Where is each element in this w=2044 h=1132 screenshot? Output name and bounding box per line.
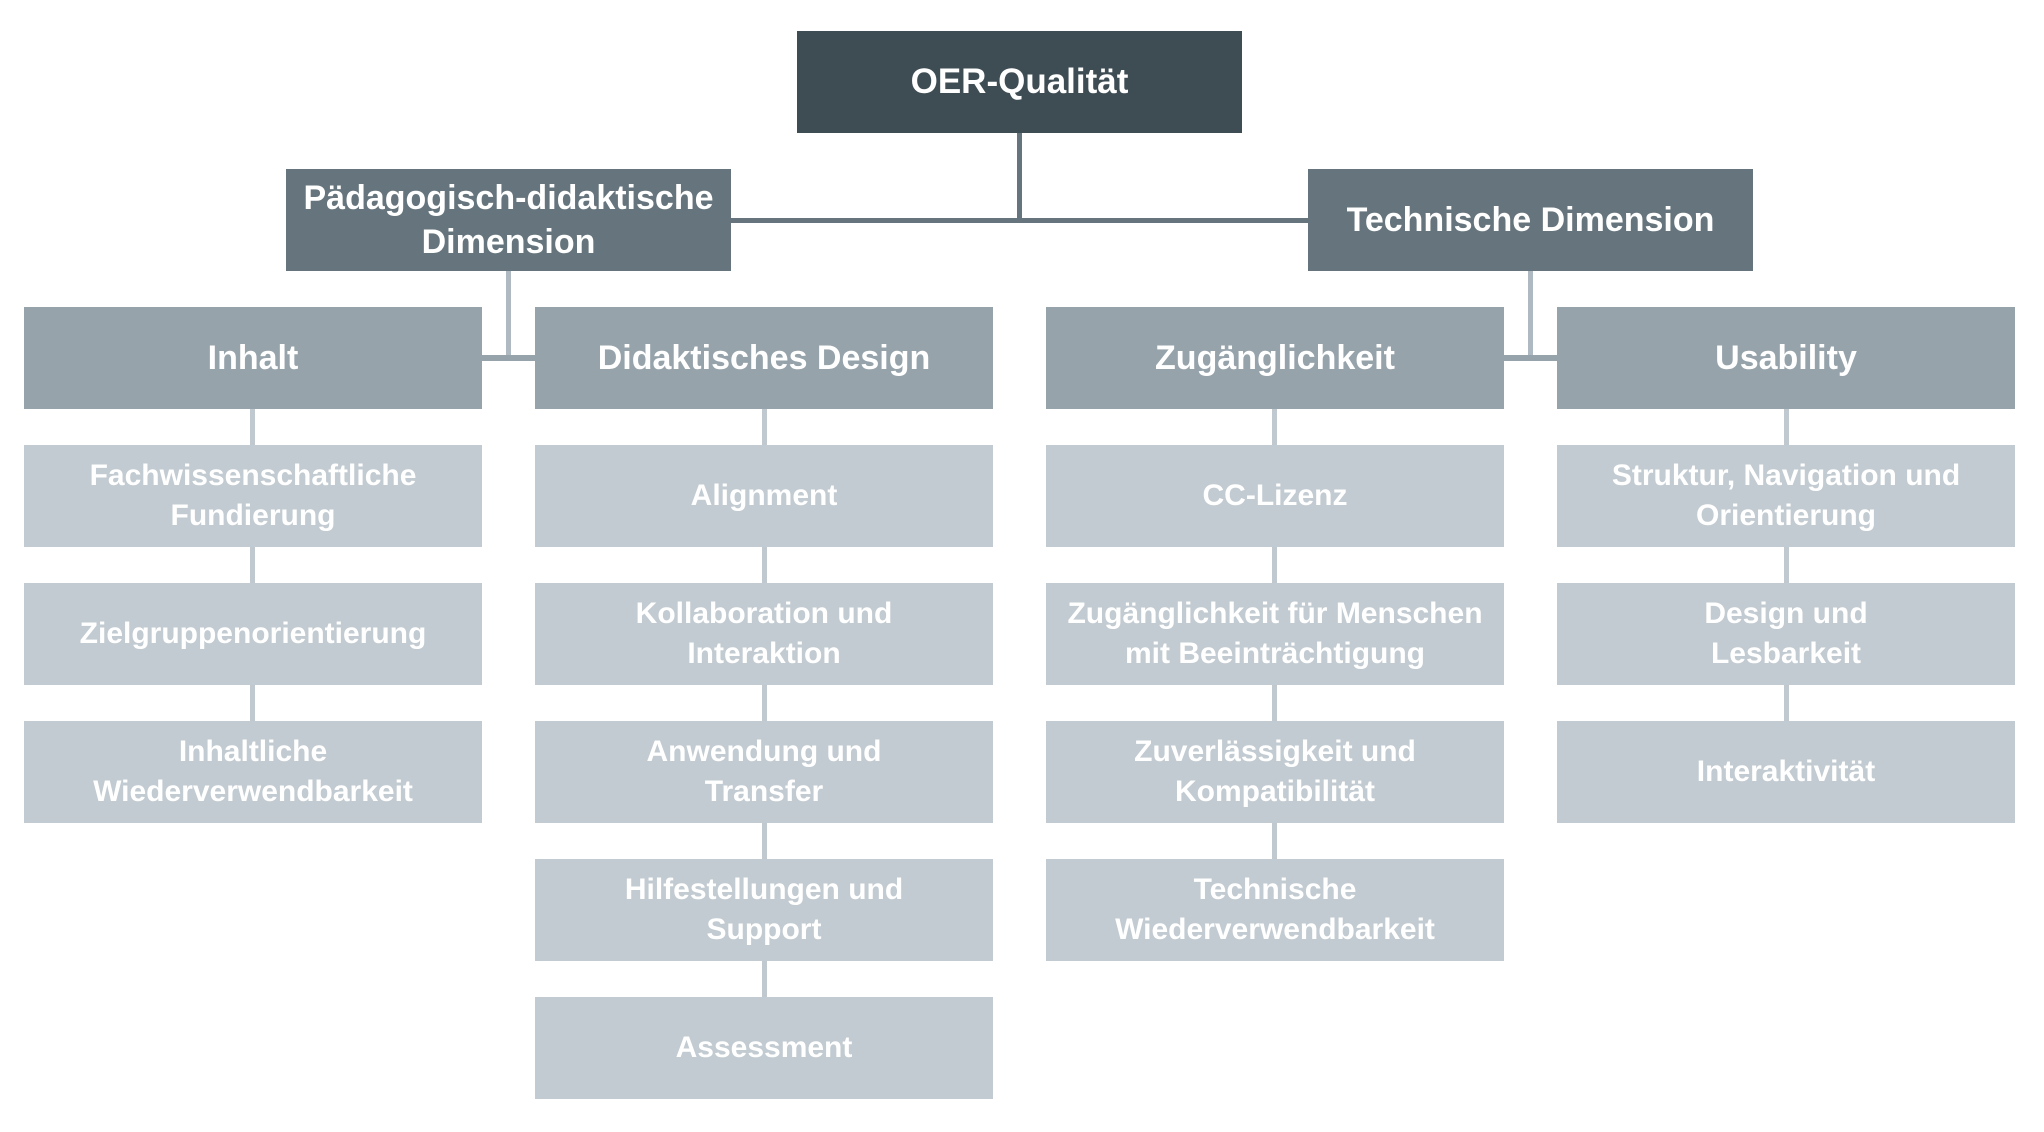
connector-didaktik-4 — [762, 823, 767, 859]
node-zuverlaessigkeit-und-kompatibilitaet-label: Zuverlässigkeit und Kompatibilität — [1134, 734, 1416, 809]
node-design-und-lesbarkeit: Design und Lesbarkeit — [1557, 583, 2015, 685]
connector-zugaenglichkeit-4 — [1272, 823, 1277, 859]
connector-inhalt-3 — [250, 685, 255, 721]
node-cc-lizenz-label: CC-Lizenz — [1202, 478, 1348, 512]
node-zielgruppenorientierung: Zielgruppenorientierung — [24, 583, 482, 685]
node-usability: Usability — [1557, 307, 2015, 409]
node-usability-label: Usability — [1715, 338, 1857, 377]
connector-root-horizontal — [731, 218, 1308, 223]
node-assessment-label: Assessment — [675, 1030, 853, 1064]
connector-paedagogisch-horizontal — [482, 355, 535, 361]
node-technische-dimension: Technische Dimension — [1308, 169, 1753, 271]
node-kollaboration-und-interaktion: Kollaboration und Interaktion — [535, 583, 993, 685]
node-zugaenglichkeit-fuer-menschen-label: Zugänglichkeit für Menschen mit Beeinträ… — [1067, 596, 1483, 671]
node-anwendung-und-transfer: Anwendung und Transfer — [535, 721, 993, 823]
node-fachwissenschaftliche-fundierung: Fachwissenschaftliche Fundierung — [24, 445, 482, 547]
node-kollaboration-und-interaktion-label: Kollaboration und Interaktion — [635, 596, 893, 671]
node-fachwissenschaftliche-fundierung-label: Fachwissenschaftliche Fundierung — [89, 458, 417, 533]
node-paedagogisch-didaktische-dimension-label: Pädagogisch-didaktische Dimension — [303, 178, 714, 261]
node-oer-qualitaet: OER-Qualität — [797, 31, 1242, 133]
node-zugaenglichkeit-label: Zugänglichkeit — [1155, 338, 1395, 377]
connector-didaktik-1 — [762, 409, 767, 445]
connector-didaktik-3 — [762, 685, 767, 721]
node-technische-wiederverwendbarkeit-label: Technische Wiederverwendbarkeit — [1115, 872, 1435, 947]
connector-usability-1 — [1784, 409, 1789, 445]
node-interaktivitaet-label: Interaktivität — [1696, 754, 1876, 788]
node-inhaltliche-wiederverwendbarkeit-label: Inhaltliche Wiederverwendbarkeit — [93, 734, 413, 809]
connector-technisch-vertical — [1528, 271, 1533, 359]
connector-technisch-horizontal — [1504, 355, 1557, 361]
node-didaktisches-design: Didaktisches Design — [535, 307, 993, 409]
node-assessment: Assessment — [535, 997, 993, 1099]
node-struktur-navigation-orientierung: Struktur, Navigation und Orientierung — [1557, 445, 2015, 547]
node-paedagogisch-didaktische-dimension: Pädagogisch-didaktische Dimension — [286, 169, 731, 271]
node-hilfestellungen-und-support: Hilfestellungen und Support — [535, 859, 993, 961]
connector-root-vertical — [1017, 133, 1022, 222]
connector-usability-3 — [1784, 685, 1789, 721]
connector-zugaenglichkeit-3 — [1272, 685, 1277, 721]
connector-zugaenglichkeit-1 — [1272, 409, 1277, 445]
node-zugaenglichkeit: Zugänglichkeit — [1046, 307, 1504, 409]
node-alignment: Alignment — [535, 445, 993, 547]
node-didaktisches-design-label: Didaktisches Design — [597, 338, 931, 377]
node-struktur-navigation-orientierung-label: Struktur, Navigation und Orientierung — [1611, 458, 1961, 533]
connector-zugaenglichkeit-2 — [1272, 547, 1277, 583]
node-alignment-label: Alignment — [690, 478, 838, 512]
node-technische-wiederverwendbarkeit: Technische Wiederverwendbarkeit — [1046, 859, 1504, 961]
node-inhalt-label: Inhalt — [207, 338, 299, 377]
node-oer-qualitaet-label: OER-Qualität — [910, 62, 1129, 101]
node-zugaenglichkeit-fuer-menschen: Zugänglichkeit für Menschen mit Beeinträ… — [1046, 583, 1504, 685]
node-design-und-lesbarkeit-label: Design und Lesbarkeit — [1704, 596, 1868, 671]
node-inhaltliche-wiederverwendbarkeit: Inhaltliche Wiederverwendbarkeit — [24, 721, 482, 823]
node-cc-lizenz: CC-Lizenz — [1046, 445, 1504, 547]
node-technische-dimension-label: Technische Dimension — [1346, 200, 1715, 239]
node-hilfestellungen-und-support-label: Hilfestellungen und Support — [624, 872, 904, 947]
node-anwendung-und-transfer-label: Anwendung und Transfer — [646, 734, 882, 809]
node-zuverlaessigkeit-und-kompatibilitaet: Zuverlässigkeit und Kompatibilität — [1046, 721, 1504, 823]
connector-didaktik-2 — [762, 547, 767, 583]
connector-didaktik-5 — [762, 961, 767, 997]
node-inhalt: Inhalt — [24, 307, 482, 409]
node-interaktivitaet: Interaktivität — [1557, 721, 2015, 823]
connector-paedagogisch-vertical — [506, 271, 511, 359]
connector-inhalt-2 — [250, 547, 255, 583]
connector-usability-2 — [1784, 547, 1789, 583]
connector-inhalt-1 — [250, 409, 255, 445]
node-zielgruppenorientierung-label: Zielgruppenorientierung — [79, 616, 427, 650]
